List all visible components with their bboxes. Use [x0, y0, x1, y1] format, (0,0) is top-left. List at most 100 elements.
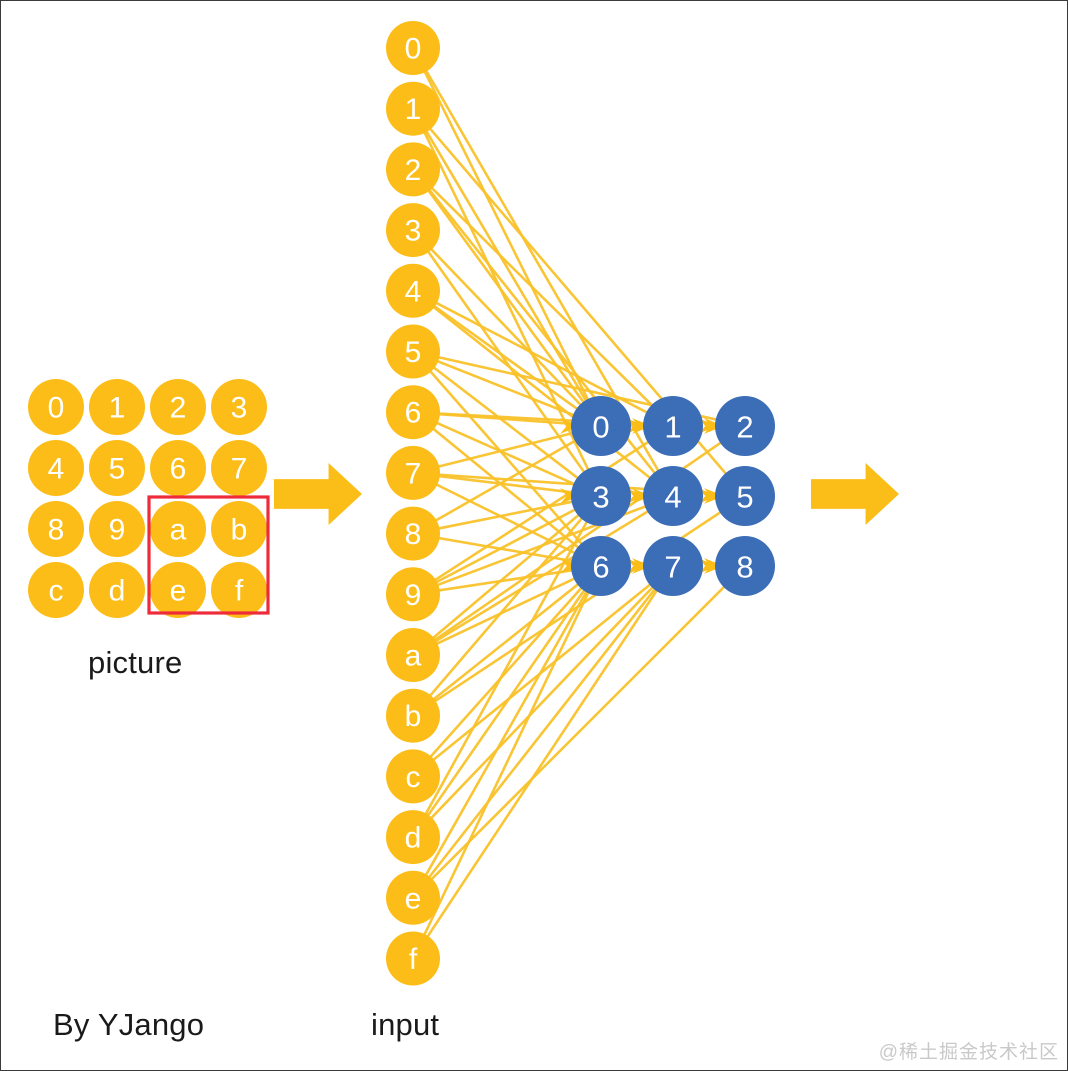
picture-label: picture — [88, 645, 183, 680]
picture-cell-circle — [28, 440, 84, 496]
connection-edge — [429, 580, 731, 882]
picture-cell[interactable]: b — [211, 501, 267, 557]
connection-edge — [435, 430, 581, 469]
connection-edge — [434, 482, 583, 558]
input-node[interactable]: 0 — [386, 21, 440, 75]
picture-cell-label: d — [109, 575, 126, 608]
input-node-circle — [386, 810, 440, 865]
input-node[interactable]: 2 — [386, 142, 440, 197]
connection-edge — [422, 584, 593, 938]
output-node-circle — [715, 466, 775, 526]
output-node[interactable]: 0 — [571, 396, 631, 456]
input-node[interactable]: 1 — [386, 81, 440, 136]
input-node-circle — [386, 263, 440, 318]
input-node[interactable]: b — [386, 688, 440, 743]
output-node[interactable]: 1 — [643, 396, 703, 456]
output-node-circle — [715, 396, 775, 456]
input-node-label: c — [406, 761, 421, 794]
picture-cell[interactable]: 7 — [211, 440, 267, 496]
picture-cell[interactable]: 5 — [89, 440, 145, 496]
input-node-label: 2 — [405, 154, 422, 187]
output-to-next-arrow — [811, 463, 899, 525]
connection-edge — [434, 421, 583, 489]
picture-cell[interactable]: 9 — [89, 501, 145, 557]
input-node-circle — [386, 628, 440, 682]
output-node[interactable]: 4 — [643, 466, 703, 526]
connection-edge — [426, 188, 590, 410]
input-label: input — [371, 1007, 440, 1042]
picture-cell-label: 1 — [109, 392, 126, 425]
picture-cell-circle — [89, 501, 145, 557]
edge-arrowhead — [560, 418, 581, 434]
picture-cell-circle — [89, 562, 145, 618]
output-node[interactable]: 7 — [643, 536, 703, 596]
picture-cell-label: b — [231, 514, 248, 547]
connection-edge — [427, 511, 588, 699]
output-node[interactable]: 6 — [571, 536, 631, 596]
connection-edge — [431, 304, 585, 415]
input-node-circle — [386, 21, 440, 75]
output-node-label: 3 — [592, 480, 609, 515]
picture-cell-circle — [150, 562, 206, 618]
connection-edge — [423, 513, 592, 817]
picture-cell[interactable]: 4 — [28, 440, 84, 496]
picture-cell[interactable]: f — [211, 562, 267, 618]
picture-cell[interactable]: d — [89, 562, 145, 618]
picture-cell[interactable]: 8 — [28, 501, 84, 557]
input-node[interactable]: f — [386, 931, 440, 986]
input-node[interactable]: 6 — [386, 385, 440, 440]
input-node[interactable]: 7 — [386, 445, 440, 500]
picture-cell-circle — [28, 379, 84, 435]
output-node-circle — [643, 396, 703, 456]
output-node-circle — [643, 466, 703, 526]
output-node[interactable]: 3 — [571, 466, 631, 526]
input-node-circle — [386, 749, 440, 804]
picture-cell[interactable]: c — [28, 562, 84, 618]
input-node[interactable]: 8 — [386, 506, 440, 561]
picture-cell-label: 2 — [170, 392, 187, 425]
picture-cell-label: 3 — [231, 392, 248, 425]
picture-cell[interactable]: a — [150, 501, 206, 557]
inter-node-arrow — [699, 558, 718, 574]
picture-cell-circle — [211, 562, 267, 618]
input-node-label: 4 — [405, 275, 422, 308]
picture-cell[interactable]: 3 — [211, 379, 267, 435]
watermark: @稀土掘金技术社区 — [878, 1042, 1059, 1063]
picture-cell-label: a — [170, 514, 187, 547]
picture-cell[interactable]: 1 — [89, 379, 145, 435]
input-node[interactable]: 4 — [386, 263, 440, 318]
picture-cell-circle — [211, 440, 267, 496]
picture-cell[interactable]: e — [150, 562, 206, 618]
output-node[interactable]: 2 — [715, 396, 775, 456]
input-node-circle — [386, 385, 440, 440]
connection-edge — [428, 369, 588, 551]
picture-cell[interactable]: 6 — [150, 440, 206, 496]
input-node[interactable]: 9 — [386, 567, 440, 622]
input-node[interactable]: c — [386, 749, 440, 804]
inter-node-arrow — [627, 558, 646, 574]
input-node-label: 9 — [405, 579, 422, 612]
input-node-circle — [386, 870, 440, 925]
output-node-label: 5 — [736, 480, 753, 515]
input-node[interactable]: e — [386, 870, 440, 925]
input-node[interactable]: 3 — [386, 203, 440, 258]
input-node[interactable]: 5 — [386, 324, 440, 379]
picture-cell[interactable]: 2 — [150, 379, 206, 435]
connection-edge — [431, 578, 586, 702]
connection-edge — [424, 583, 592, 878]
connection-edge — [434, 574, 583, 646]
output-node-circle — [571, 536, 631, 596]
input-node[interactable]: a — [386, 628, 440, 682]
input-node[interactable]: d — [386, 810, 440, 865]
picture-cell-label: c — [49, 575, 64, 608]
input-node-label: 6 — [405, 397, 422, 430]
connection-edge — [430, 508, 586, 641]
output-node[interactable]: 8 — [715, 536, 775, 596]
output-node[interactable]: 5 — [715, 466, 775, 526]
picture-cell-label: e — [170, 575, 187, 608]
output-node-label: 4 — [664, 480, 681, 515]
input-node-label: 1 — [405, 93, 422, 126]
connection-edge — [436, 474, 581, 495]
picture-cell[interactable]: 0 — [28, 379, 84, 435]
